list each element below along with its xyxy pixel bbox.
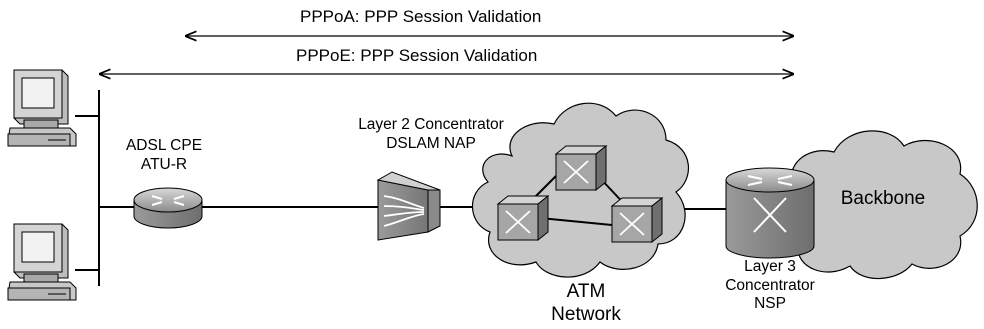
atm-label-line2: Network: [551, 303, 621, 325]
atm-network-label: ATM Network: [526, 281, 646, 327]
dslam-label-line1: Layer 2 Concentrator: [358, 116, 504, 133]
cpe-label-line1: ADSL CPE: [125, 137, 203, 154]
l3-label-line2: Concentrator: [725, 276, 815, 294]
cpe-label-line2: ATU-R: [140, 155, 188, 173]
atm-label-line1: ATM: [566, 281, 606, 302]
backbone-cloud: [774, 130, 978, 280]
atm-switch-icon: [554, 144, 608, 192]
dslam-label: Layer 2 Concentrator DSLAM NAP: [336, 116, 526, 153]
workstation-icon: [7, 223, 77, 301]
l3-label-line1: Layer 3: [744, 258, 796, 275]
l3-concentrator-label: Layer 3 Concentrator NSP: [708, 258, 832, 314]
pppoe-session-label: PPPoE: PPP Session Validation: [296, 46, 538, 65]
cpe-router-icon: [133, 187, 203, 229]
l3-label-line3: NSP: [754, 295, 786, 313]
atm-switch-icon: [496, 194, 550, 242]
dslam-icon: [376, 171, 441, 241]
backbone-label: Backbone: [840, 188, 926, 209]
cpe-label: ADSL CPE ATU-R: [104, 137, 224, 174]
pppoa-session-label: PPPoA: PPP Session Validation: [300, 7, 542, 26]
workstation-icon: [7, 69, 77, 147]
atm-switch-icon: [610, 196, 664, 244]
dslam-label-line2: DSLAM NAP: [386, 134, 476, 152]
atm-link: [539, 217, 613, 226]
l3-router-icon: [725, 167, 815, 259]
